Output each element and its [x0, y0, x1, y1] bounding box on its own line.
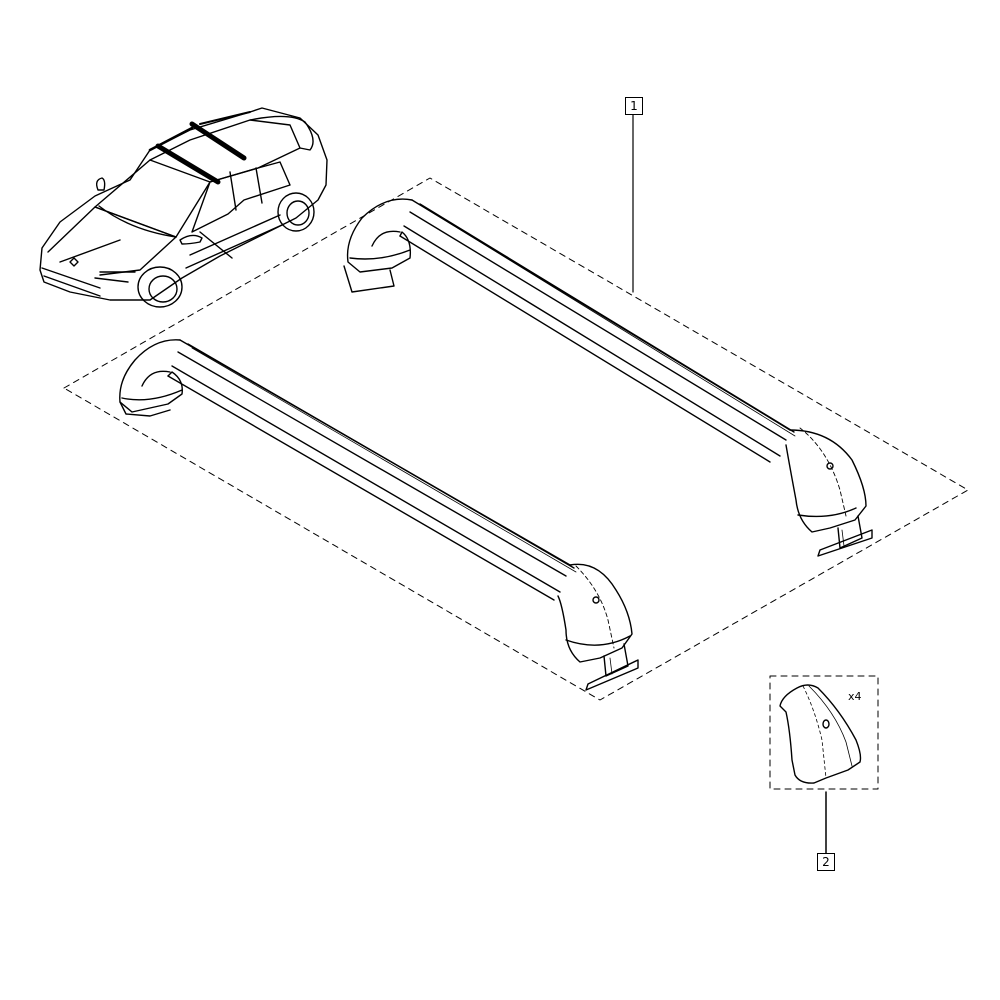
callout-2: 2 — [817, 853, 835, 871]
car-illustration — [39, 107, 328, 308]
end-cap-part — [779, 684, 862, 784]
callout-1: 1 — [625, 97, 643, 115]
quantity-label: x4 — [848, 690, 862, 703]
roof-bar-front — [119, 339, 639, 691]
roof-bar-rear — [343, 198, 873, 557]
cap-boundary — [769, 675, 879, 790]
kit-boundary — [63, 177, 969, 701]
